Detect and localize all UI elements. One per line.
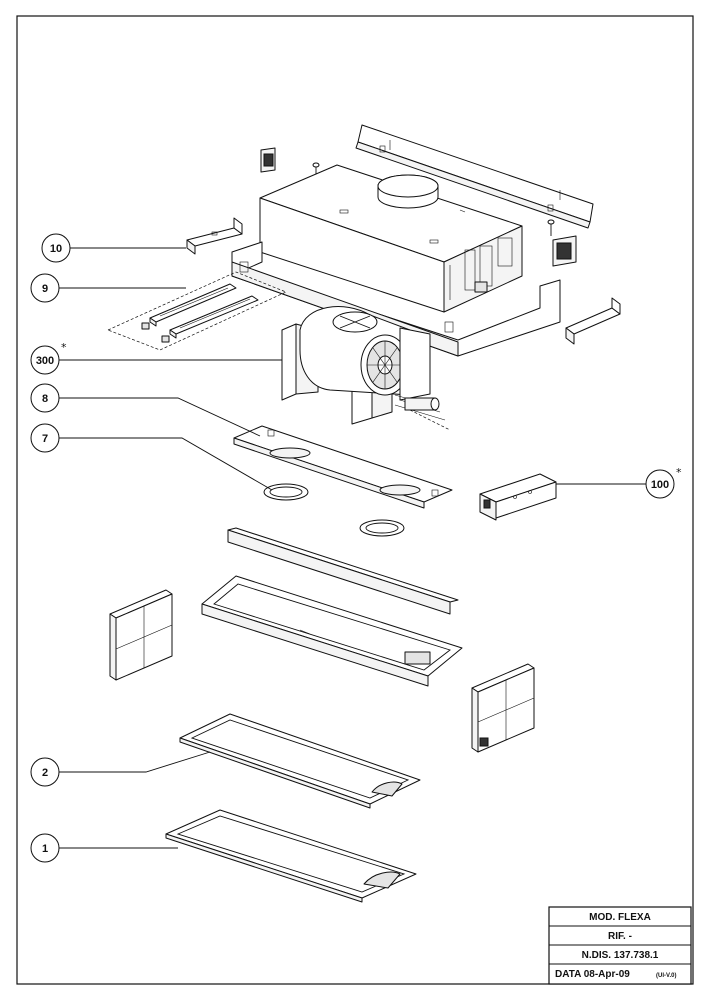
wall-clip-right (552, 235, 577, 267)
star-mark: * (61, 341, 67, 354)
bracket-right (565, 297, 621, 345)
star-mark: * (676, 466, 682, 479)
leader-lines (58, 247, 647, 849)
gasket-ring-second (359, 519, 405, 537)
callout-8: 8 (30, 383, 60, 413)
front-profile-bar (227, 527, 459, 615)
callout-label: 8 (42, 393, 48, 405)
hood-body (259, 164, 523, 313)
callout-label: 1 (42, 843, 48, 855)
wall-clip-left (260, 147, 276, 173)
title-block: MOD. FLEXA RIF. - N.DIS. 137.738.1 DATA … (548, 906, 692, 985)
grease-filter-part-1 (165, 809, 417, 903)
model-name: MOD. FLEXA (589, 912, 651, 923)
callout-100: 100 * (645, 466, 682, 499)
drawing-number: N.DIS. 137.738.1 (582, 950, 659, 961)
callout-label: 2 (42, 767, 48, 779)
sheet-border (16, 15, 694, 985)
callout-10: 10 (41, 233, 71, 263)
side-filter-left (109, 589, 173, 681)
revision-code: (UI-V.0) (656, 973, 676, 979)
motor-blower-part-300 (281, 306, 451, 431)
drawing-date: DATA 08-Apr-09 (555, 969, 630, 980)
slide-rails-part-9 (107, 271, 287, 351)
reference: RIF. - (608, 931, 632, 942)
callout-2: 2 (30, 757, 60, 787)
side-filter-right (471, 663, 535, 753)
screw-right (547, 219, 555, 236)
callout-label: 10 (50, 243, 62, 255)
gasket-ring-part-7 (263, 483, 309, 501)
callout-label: 100 (651, 479, 669, 491)
bracket-part-10 (186, 217, 243, 255)
callout-7: 7 (30, 423, 60, 453)
baffle-plate-part-8 (233, 425, 453, 509)
callout-9: 9 (30, 273, 60, 303)
grease-filter-part-2 (179, 713, 421, 809)
callout-label: 7 (42, 433, 48, 445)
callout-label: 9 (42, 283, 48, 295)
slide-out-tray (201, 575, 463, 687)
callout-1: 1 (30, 833, 60, 863)
callout-300: 300 * (30, 341, 67, 375)
control-box-part-100 (479, 473, 557, 521)
callout-label: 300 (36, 355, 54, 367)
rear-mounting-rail (355, 124, 594, 229)
